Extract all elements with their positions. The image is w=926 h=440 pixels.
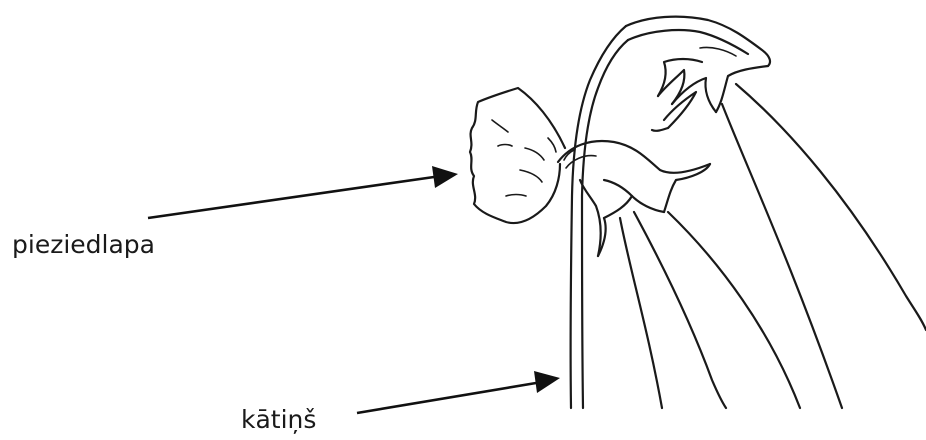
arrow-bract — [148, 166, 458, 218]
side-flower — [558, 141, 710, 256]
label-bract: pieziedlapa — [12, 232, 155, 257]
bract-shape — [470, 88, 565, 223]
label-pedicel: kātiņš — [241, 407, 316, 432]
hanging-stems — [620, 84, 926, 408]
arrow-pedicel — [357, 371, 560, 413]
top-flower — [626, 17, 770, 131]
